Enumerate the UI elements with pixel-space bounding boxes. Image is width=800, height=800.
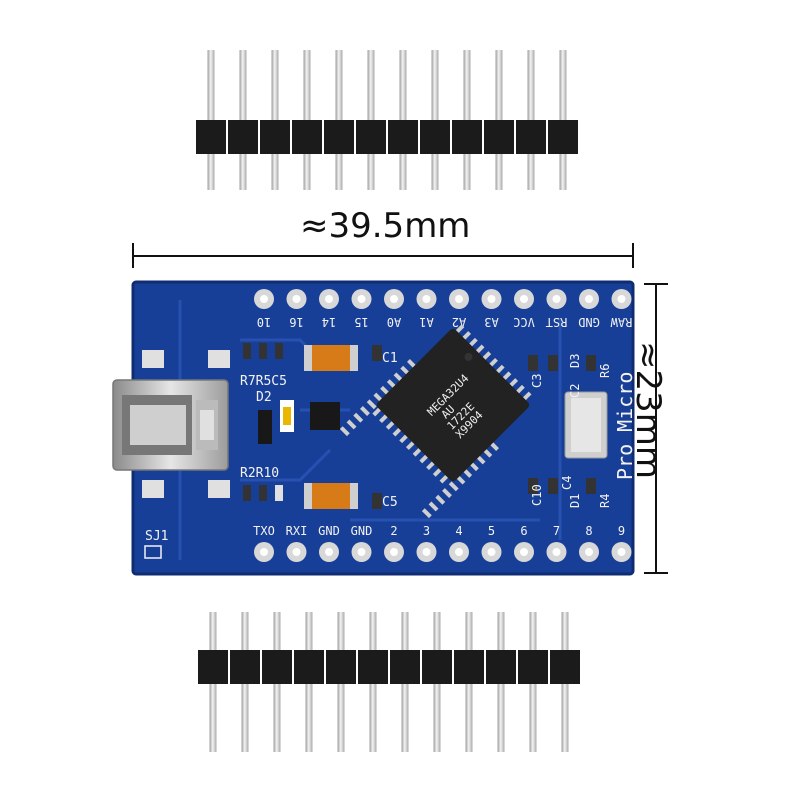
smd-components bbox=[243, 343, 596, 509]
header-bottom-plastic bbox=[198, 650, 228, 684]
pin-header-top bbox=[196, 50, 578, 190]
header-bottom-plastic bbox=[326, 650, 356, 684]
pin-label: VCC bbox=[513, 315, 535, 329]
header-top-plastic bbox=[484, 120, 514, 154]
header-bottom-plastic bbox=[422, 650, 452, 684]
label-sj1: SJ1 bbox=[145, 529, 168, 544]
pin-label: 4 bbox=[455, 524, 462, 538]
label-r6: R6 bbox=[598, 364, 612, 378]
pin-label: TXO bbox=[253, 524, 275, 538]
header-bottom-plastic bbox=[294, 650, 324, 684]
header-top-plastic bbox=[228, 120, 258, 154]
label-r7r5c5: R7R5C5 bbox=[240, 374, 287, 389]
header-top-plastic bbox=[260, 120, 290, 154]
header-top-plastic bbox=[452, 120, 482, 154]
pin-label: GND bbox=[318, 524, 340, 538]
mini-usb-connector bbox=[112, 350, 230, 498]
crystal-oscillator bbox=[564, 391, 608, 459]
pin-label: 2 bbox=[390, 524, 397, 538]
pin-labels-top: RAW GND RST VCC A3 A2 A1 A0 15 14 16 10 bbox=[257, 315, 633, 329]
pin-label: A2 bbox=[452, 315, 466, 329]
header-bottom-plastic bbox=[518, 650, 548, 684]
header-top-plastic bbox=[548, 120, 578, 154]
label-c4: C4 bbox=[560, 476, 574, 490]
label-r2r10: R2R10 bbox=[240, 466, 279, 481]
pin-label: 14 bbox=[322, 315, 336, 329]
pin-label: 5 bbox=[488, 524, 495, 538]
header-top-plastic bbox=[292, 120, 322, 154]
pin-label: RXI bbox=[286, 524, 308, 538]
pro-micro-board: RAW GND RST VCC A3 A2 A1 A0 15 14 16 10 TXO RXI GND GN… bbox=[112, 280, 637, 576]
header-top-plastic bbox=[324, 120, 354, 154]
height-dimension-line bbox=[644, 283, 668, 574]
pin-label: 6 bbox=[520, 524, 527, 538]
header-top-plastic bbox=[388, 120, 418, 154]
label-c2: C2 bbox=[568, 384, 582, 398]
header-top-plastic bbox=[196, 120, 226, 154]
header-top-plastic bbox=[420, 120, 450, 154]
header-top-plastic bbox=[356, 120, 386, 154]
header-bottom-plastic bbox=[358, 650, 388, 684]
pin-label: 3 bbox=[423, 524, 430, 538]
pin-label: A1 bbox=[419, 315, 433, 329]
width-dimension-line bbox=[132, 243, 634, 268]
pin-label: RST bbox=[546, 315, 568, 329]
label-c10: C10 bbox=[530, 484, 544, 506]
pin-label: GND bbox=[578, 315, 600, 329]
header-bottom-plastic bbox=[486, 650, 516, 684]
height-dimension-label: ≈23mm bbox=[628, 341, 668, 479]
header-bottom-plastic bbox=[390, 650, 420, 684]
label-c5-bottom: C5 bbox=[382, 495, 398, 510]
width-dimension-label: ≈39.5mm bbox=[300, 206, 471, 246]
pin-label: A0 bbox=[387, 315, 401, 329]
pin-label: 8 bbox=[585, 524, 592, 538]
pin-label: 7 bbox=[553, 524, 560, 538]
label-d3: D3 bbox=[568, 354, 582, 368]
pin-label: 15 bbox=[354, 315, 368, 329]
pin-header-bottom bbox=[198, 612, 580, 752]
pin-label: 9 bbox=[618, 524, 625, 538]
pin-label: 10 bbox=[257, 315, 271, 329]
atmega32u4-chip: MEGA32U4 AU 1722E X9904 bbox=[339, 324, 532, 519]
pin-label: A3 bbox=[484, 315, 498, 329]
label-d1: D1 bbox=[568, 494, 582, 508]
pin-labels-bottom: TXO RXI GND GND 2 3 4 5 6 7 8 9 bbox=[253, 524, 625, 538]
pad-row-bottom bbox=[254, 542, 632, 562]
pad-row-top bbox=[254, 289, 632, 309]
header-bottom-plastic bbox=[454, 650, 484, 684]
header-bottom-plastic bbox=[230, 650, 260, 684]
header-top-plastic bbox=[516, 120, 546, 154]
pin-label: 16 bbox=[289, 315, 303, 329]
pin-label: GND bbox=[351, 524, 373, 538]
label-c3: C3 bbox=[530, 374, 544, 388]
jumper-sj1 bbox=[144, 545, 162, 559]
header-bottom-plastic bbox=[550, 650, 580, 684]
board-name-label: Pro Micro bbox=[613, 372, 637, 480]
label-r4: R4 bbox=[598, 494, 612, 508]
label-c1: C1 bbox=[382, 351, 398, 366]
pin-label: RAW bbox=[610, 315, 632, 329]
header-bottom-plastic bbox=[262, 650, 292, 684]
label-d2: D2 bbox=[256, 390, 272, 405]
